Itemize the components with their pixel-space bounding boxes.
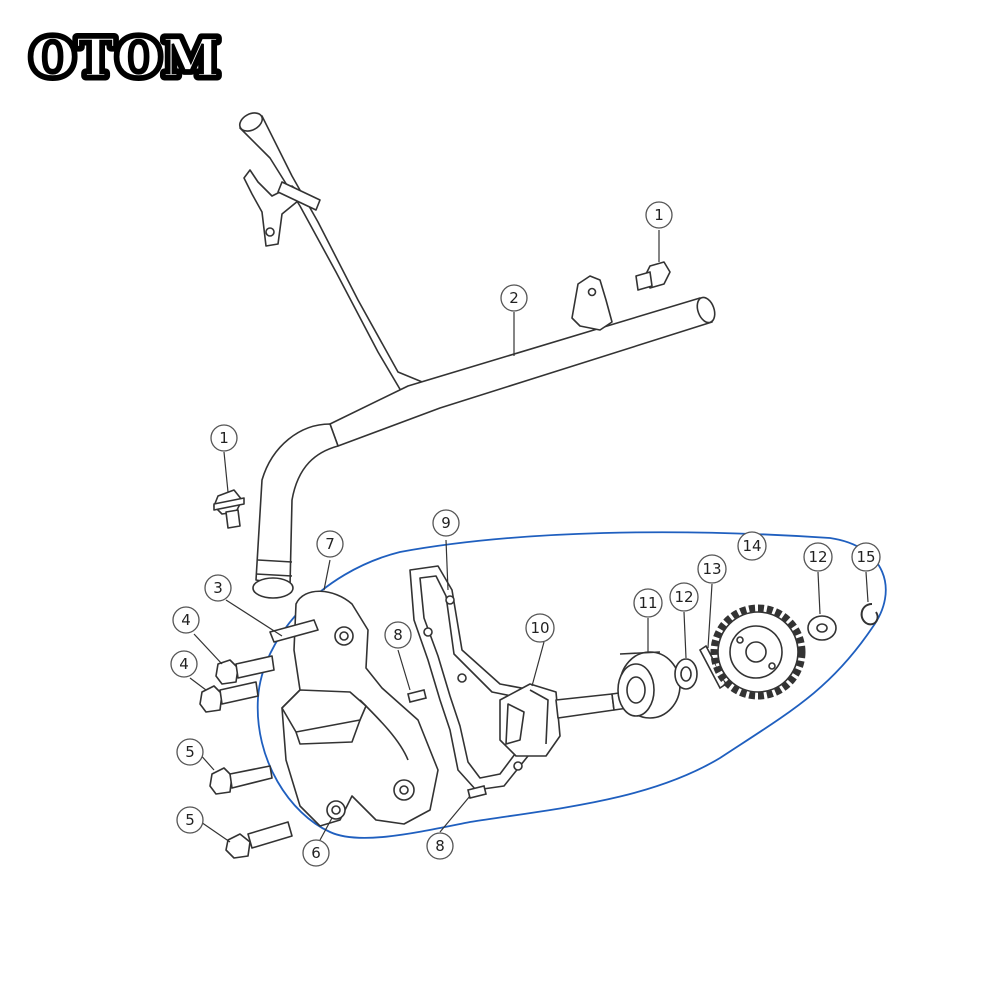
callout-10: 10 <box>525 613 555 643</box>
callout-6: 6 <box>302 839 330 867</box>
drive-gear <box>710 604 806 700</box>
brand-logo-text: OTOM <box>30 28 221 89</box>
washer-right <box>807 615 837 641</box>
callout-10-label: 10 <box>530 619 549 637</box>
callout-13: 13 <box>697 554 727 584</box>
callout-9: 9 <box>432 509 460 537</box>
callout-12-a: 12 <box>669 582 699 612</box>
callout-7: 7 <box>316 530 344 558</box>
callout-11-label: 11 <box>638 594 657 612</box>
callout-1-top: 1 <box>645 201 673 229</box>
brand-logo-outline: OTOM <box>30 28 221 89</box>
callout-11: 11 <box>633 588 663 618</box>
callout-8-a-label: 8 <box>393 626 403 644</box>
callout-14-label: 14 <box>742 537 761 555</box>
callout-2-label: 2 <box>509 289 519 307</box>
callout-4-b: 4 <box>170 650 198 678</box>
callout-1-top-label: 1 <box>654 206 664 224</box>
callout-12-a-label: 12 <box>674 588 693 606</box>
callout-1-left: 1 <box>210 424 238 452</box>
callout-5-b: 5 <box>176 806 204 834</box>
callout-4-a-label: 4 <box>181 611 191 629</box>
leader-lines <box>189 230 869 843</box>
callout-8-b-label: 8 <box>435 837 445 855</box>
callout-4-a: 4 <box>172 606 200 634</box>
washer-left <box>674 658 698 690</box>
bolts <box>199 261 671 859</box>
pump-cover <box>281 590 439 827</box>
callout-5-b-label: 5 <box>185 811 195 829</box>
callout-3-label: 3 <box>213 579 223 597</box>
callout-8-b: 8 <box>426 832 454 860</box>
callout-9-label: 9 <box>441 514 451 532</box>
bearing <box>617 651 681 719</box>
callouts: 1 2 1 7 3 4 4 5 5 6 8 8 9 10 11 12 13 14… <box>170 201 881 867</box>
callout-5-a: 5 <box>176 738 204 766</box>
callout-14: 14 <box>737 531 767 561</box>
callout-3: 3 <box>204 574 232 602</box>
callout-7-label: 7 <box>325 535 335 553</box>
callout-12-b: 12 <box>803 542 833 572</box>
callout-1-left-label: 1 <box>219 429 229 447</box>
coolant-tube <box>238 112 716 599</box>
circlip <box>860 603 879 626</box>
callout-6-label: 6 <box>311 844 321 862</box>
callout-15: 15 <box>851 542 881 572</box>
callout-8-a: 8 <box>384 621 412 649</box>
callout-4-b-label: 4 <box>179 655 189 673</box>
callout-2: 2 <box>500 284 528 312</box>
impeller-shaft <box>499 683 629 757</box>
callout-12-b-label: 12 <box>808 548 827 566</box>
callout-5-a-label: 5 <box>185 743 195 761</box>
dowel-pins <box>407 689 487 799</box>
pump-assembly-highlight <box>256 531 887 839</box>
callout-13-label: 13 <box>702 560 721 578</box>
callout-15-label: 15 <box>856 548 875 566</box>
brand-logo: OTOM OTOM <box>26 24 225 94</box>
